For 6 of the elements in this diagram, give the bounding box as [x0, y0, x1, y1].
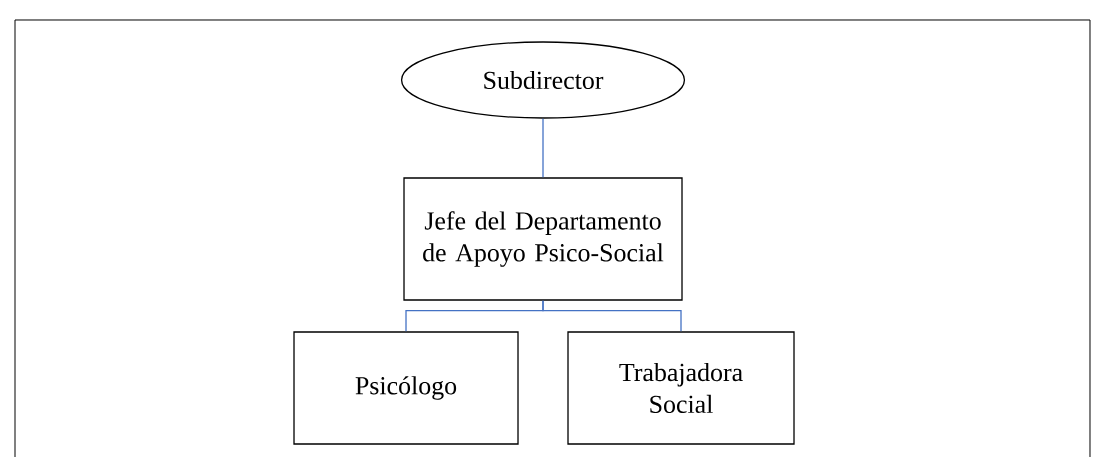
connector-line — [542, 300, 682, 332]
ellipse-node: Subdirector — [400, 41, 686, 119]
connector-line — [542, 118, 544, 178]
org-box: Trabajadora Social — [567, 331, 795, 445]
org-box: Psicólogo — [293, 331, 519, 445]
org-box: Jefe del Departamento de Apoyo Psico-Social — [403, 177, 683, 301]
